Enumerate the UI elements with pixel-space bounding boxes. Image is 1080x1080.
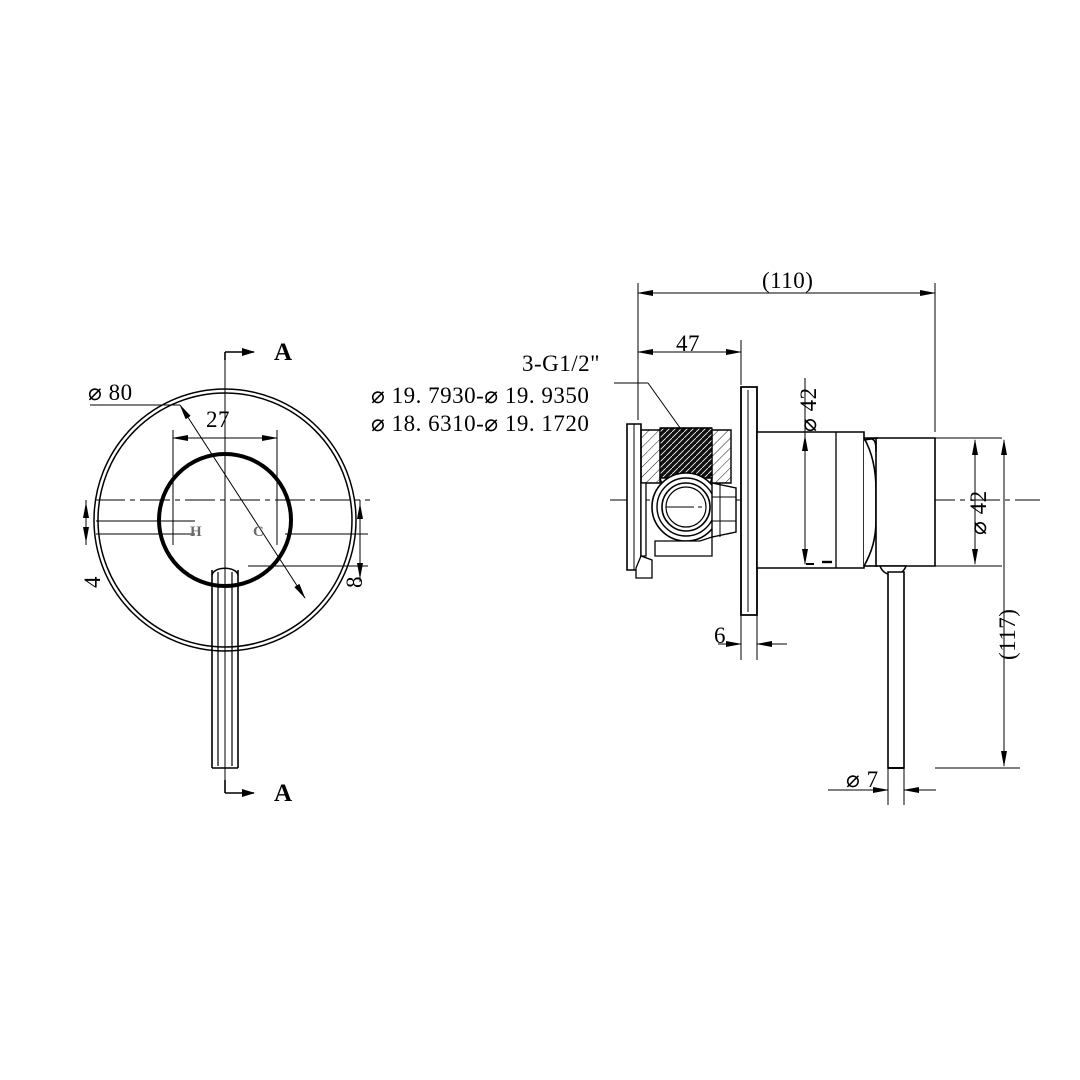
thread-callout: 3-G1/2": [522, 351, 601, 376]
dim-boss-offset: 8: [342, 576, 367, 588]
side-view-geometry: [610, 283, 1040, 805]
dim-plate-diameter: ⌀ 80: [88, 380, 133, 405]
dim-lever-diameter: ⌀ 7: [846, 767, 879, 792]
dim-boss-width: 27: [206, 407, 230, 432]
dim-plate-edge-thickness: 4: [80, 576, 105, 588]
dim-body-diameter: ⌀ 42: [796, 387, 821, 432]
hot-side-label: H: [190, 524, 202, 540]
cold-side-label: C: [253, 524, 264, 540]
dim-overall-length: (110): [762, 268, 814, 293]
front-view-geometry: [83, 348, 370, 797]
dim-overall-height: (117): [995, 608, 1020, 660]
dim-inlet-to-plate: 47: [676, 331, 700, 356]
thread-tolerance-line-2: ⌀ 18. 6310-⌀ 19. 1720: [371, 411, 590, 436]
section-marker-a-top: A: [274, 339, 293, 366]
dim-handle-diameter: ⌀ 42: [966, 490, 991, 535]
section-marker-a-bottom: A: [274, 780, 293, 807]
thread-tolerance-line-1: ⌀ 19. 7930-⌀ 19. 9350: [371, 383, 590, 408]
dim-plate-thickness: 6: [714, 623, 726, 648]
